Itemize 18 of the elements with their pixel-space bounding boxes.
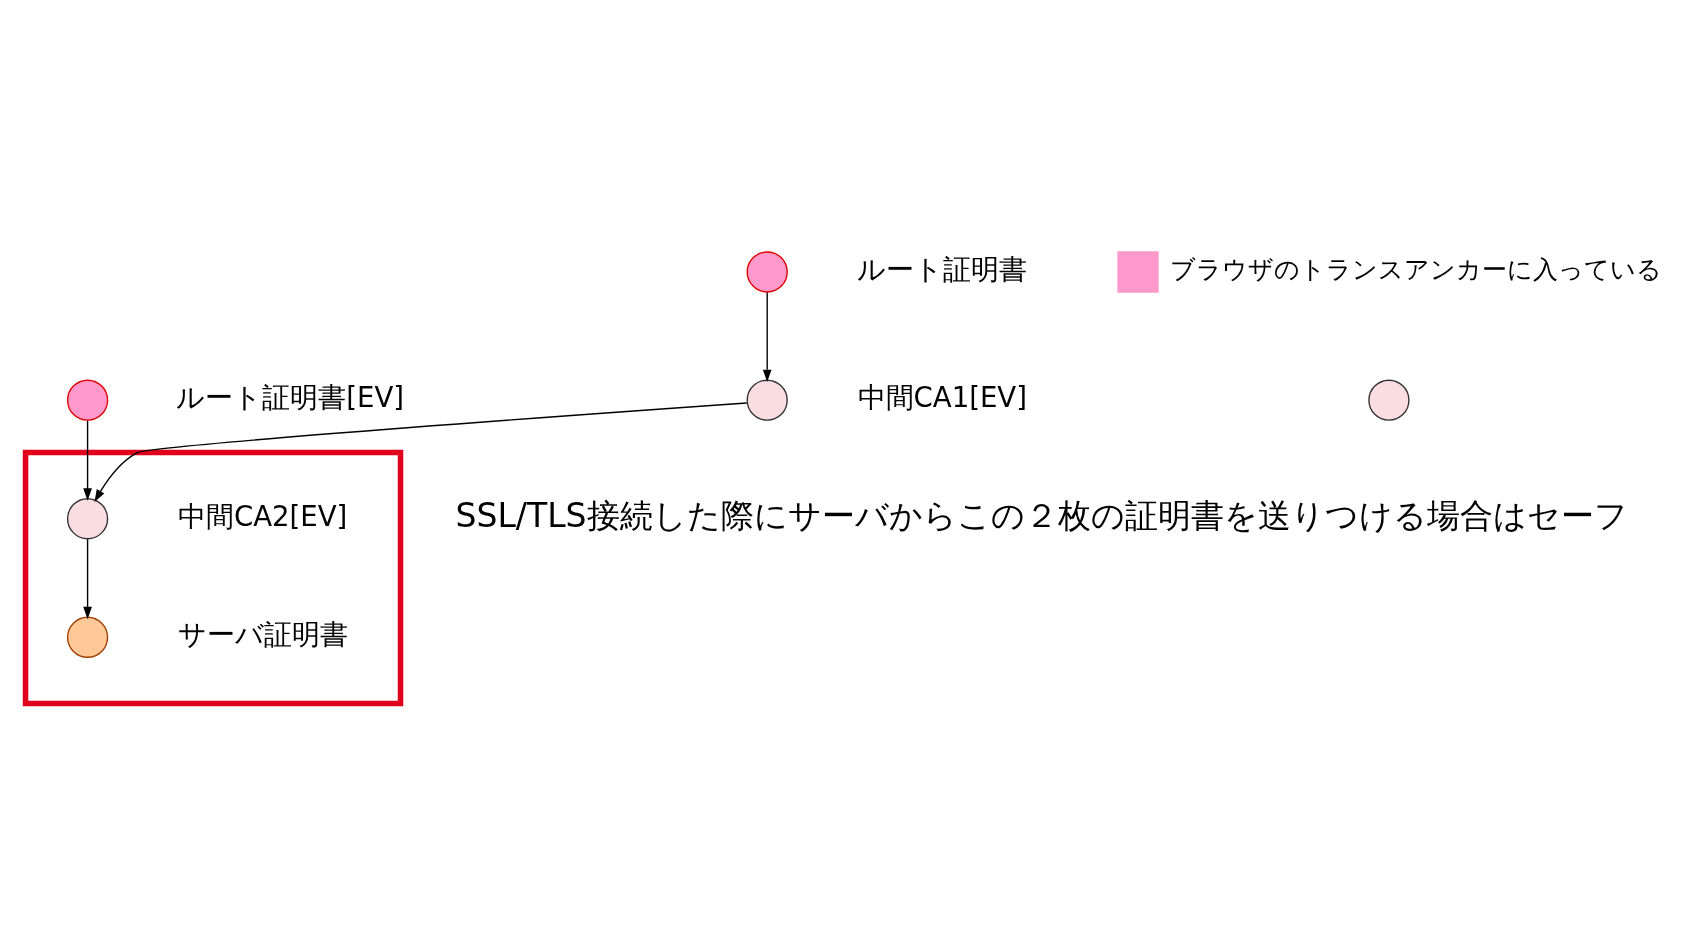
cluster [22, 449, 404, 707]
arrow [94, 402, 748, 503]
node-circle [1368, 379, 1410, 421]
node-label: 中間CA2[EV] [177, 499, 348, 533]
node-label: 中間CA1[EV] [857, 381, 1027, 415]
arrow [83, 538, 92, 620]
node-circle [66, 616, 109, 658]
node-circle [66, 379, 109, 421]
node-label: ルート証明書[EV] [176, 381, 405, 415]
arrow [762, 291, 772, 383]
legend-label: ブラウザのトランスアンカーに入っている [1169, 255, 1662, 285]
arrow [83, 420, 92, 501]
node-circle [66, 498, 109, 540]
node-circle [746, 251, 788, 293]
label: SSL/TLS接続した際にサーバからこの２枚の証明書を送りつける場合はセーフ [455, 496, 1628, 536]
node-circle [746, 379, 788, 421]
node-label: ルート証明書 [857, 252, 1028, 286]
node-label: サーバ証明書 [177, 618, 348, 652]
